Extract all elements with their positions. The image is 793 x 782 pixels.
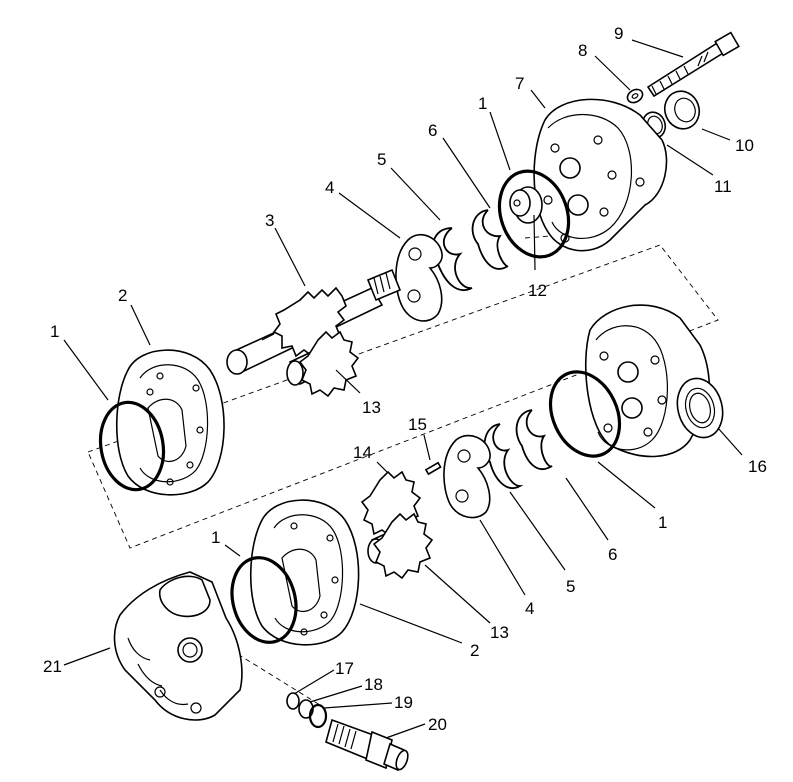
- o-ring: [98, 400, 166, 492]
- callout-4: 4: [525, 599, 534, 618]
- callout-13: 13: [362, 398, 381, 417]
- leader-lines: [63, 39, 743, 739]
- callout-6: 6: [428, 121, 437, 140]
- idler-gear: [367, 512, 434, 580]
- callout-17: 17: [335, 659, 354, 678]
- callout-14: 14: [353, 443, 372, 462]
- callout-9: 9: [614, 24, 623, 43]
- spring-seal: [515, 409, 553, 470]
- callout-5: 5: [566, 577, 575, 596]
- callout-20: 20: [428, 715, 447, 734]
- dowel-pin: [424, 461, 442, 476]
- through-bolt: [646, 31, 740, 98]
- callout-13: 13: [490, 623, 509, 642]
- callout-8: 8: [578, 41, 587, 60]
- o-ring: [230, 556, 298, 644]
- callout-3: 3: [265, 211, 274, 230]
- callout-16: 16: [748, 457, 767, 476]
- callout-2: 2: [470, 641, 479, 660]
- callout-19: 19: [394, 693, 413, 712]
- shaft-seal: [663, 90, 701, 130]
- o-ring: [497, 169, 571, 259]
- washer: [626, 88, 644, 104]
- callout-15: 15: [408, 415, 427, 434]
- valve-body: [113, 571, 243, 721]
- callout-labels: 9 8 7 1 10 6 11 5 4 3 12 2 1 13 15 14 16…: [43, 24, 767, 734]
- relief-valve-cartridge: [325, 718, 409, 772]
- front-cover: [533, 98, 668, 252]
- callout-18: 18: [364, 675, 383, 694]
- callout-5: 5: [377, 150, 386, 169]
- o-ring: [548, 370, 622, 458]
- bushing: [509, 186, 543, 224]
- small-o-ring: [286, 692, 300, 710]
- callout-1: 1: [658, 513, 667, 532]
- callout-1: 1: [211, 528, 220, 547]
- gear-housing: [115, 349, 225, 496]
- callout-4: 4: [325, 178, 334, 197]
- callout-6: 6: [608, 545, 617, 564]
- idler-gear: [286, 330, 360, 398]
- spring-seal: [471, 209, 509, 270]
- gear-housing: [249, 499, 360, 646]
- callout-1: 1: [50, 322, 59, 341]
- callout-2: 2: [118, 286, 127, 305]
- wear-plate: [395, 234, 443, 322]
- wear-plate: [443, 434, 491, 519]
- callout-12: 12: [528, 281, 547, 300]
- callout-7: 7: [515, 74, 524, 93]
- callout-1: 1: [478, 94, 487, 113]
- callout-11: 11: [714, 177, 732, 196]
- rear-housing: [585, 304, 724, 458]
- o-ring-small: [308, 703, 328, 729]
- callout-10: 10: [735, 136, 754, 155]
- callout-21: 21: [43, 657, 62, 676]
